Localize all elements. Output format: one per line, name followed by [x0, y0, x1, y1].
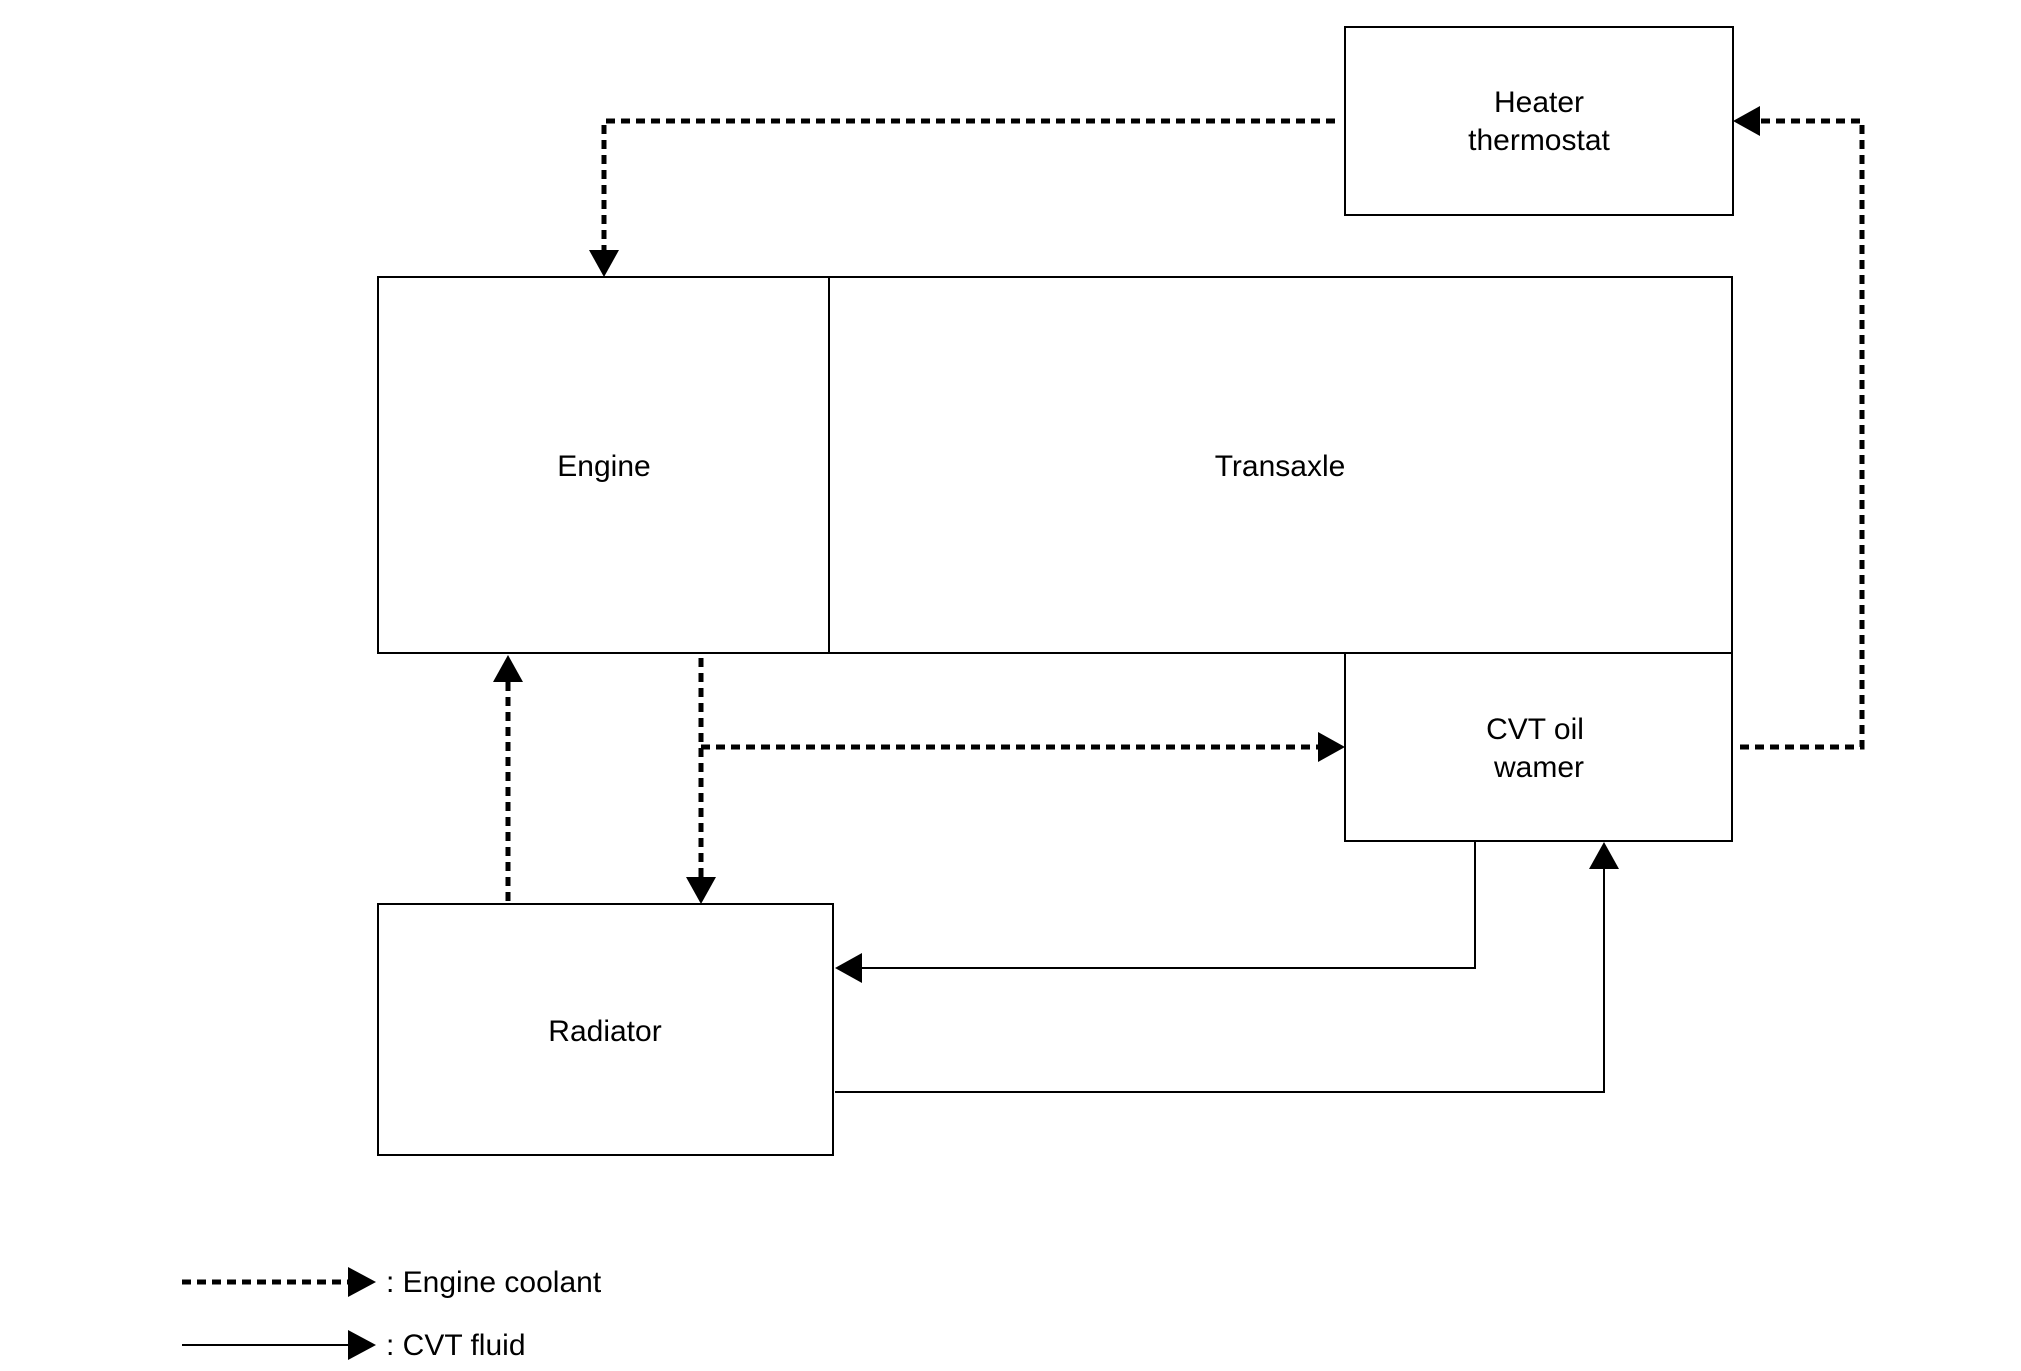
legend-item-cvt-fluid: : CVT fluid [182, 1329, 526, 1362]
arrowhead-into-engine-top [589, 250, 619, 277]
heater-thermostat-label-line2: thermostat [1468, 124, 1610, 157]
cvt-oil-warmer-label-line1: CVT oil [1486, 713, 1584, 746]
cvt-oil-warmer-label-line2: wamer [1493, 751, 1584, 784]
edge-cvt-warmer-to-radiator [860, 841, 1476, 969]
transaxle-label: Transaxle [1215, 450, 1346, 483]
arrowhead-into-cvt-warmer [1318, 732, 1345, 762]
edge-radiator-to-cvt-warmer [835, 867, 1605, 1093]
node-radiator: Radiator [377, 903, 834, 1156]
node-transaxle: Transaxle [828, 276, 1733, 654]
arrowhead-into-radiator [686, 877, 716, 904]
legend-fluid-arrowhead [348, 1330, 376, 1360]
radiator-label: Radiator [548, 1015, 661, 1048]
node-heater-thermostat: Heater thermostat [1344, 26, 1734, 216]
arrowhead-into-radiator-side [835, 953, 862, 983]
legend-engine-coolant-label: : Engine coolant [386, 1266, 602, 1299]
legend: : Engine coolant : CVT fluid [182, 1266, 602, 1362]
node-engine: Engine [377, 276, 830, 654]
arrowhead-into-heater [1733, 106, 1760, 136]
node-cvt-oil-warmer: CVT oil wamer [1344, 652, 1733, 842]
legend-item-engine-coolant: : Engine coolant [182, 1266, 602, 1299]
legend-cvt-fluid-label: : CVT fluid [386, 1329, 526, 1362]
edge-cvt-warmer-to-heater [1740, 118, 1865, 750]
edge-heater-to-engine [601, 118, 1335, 252]
arrowhead-into-engine-bottom [493, 655, 523, 682]
engine-label: Engine [557, 450, 650, 483]
arrowhead-into-cvt-warmer-bottom [1589, 842, 1619, 869]
legend-coolant-arrowhead [348, 1267, 376, 1297]
heater-thermostat-label-line1: Heater [1494, 86, 1584, 119]
